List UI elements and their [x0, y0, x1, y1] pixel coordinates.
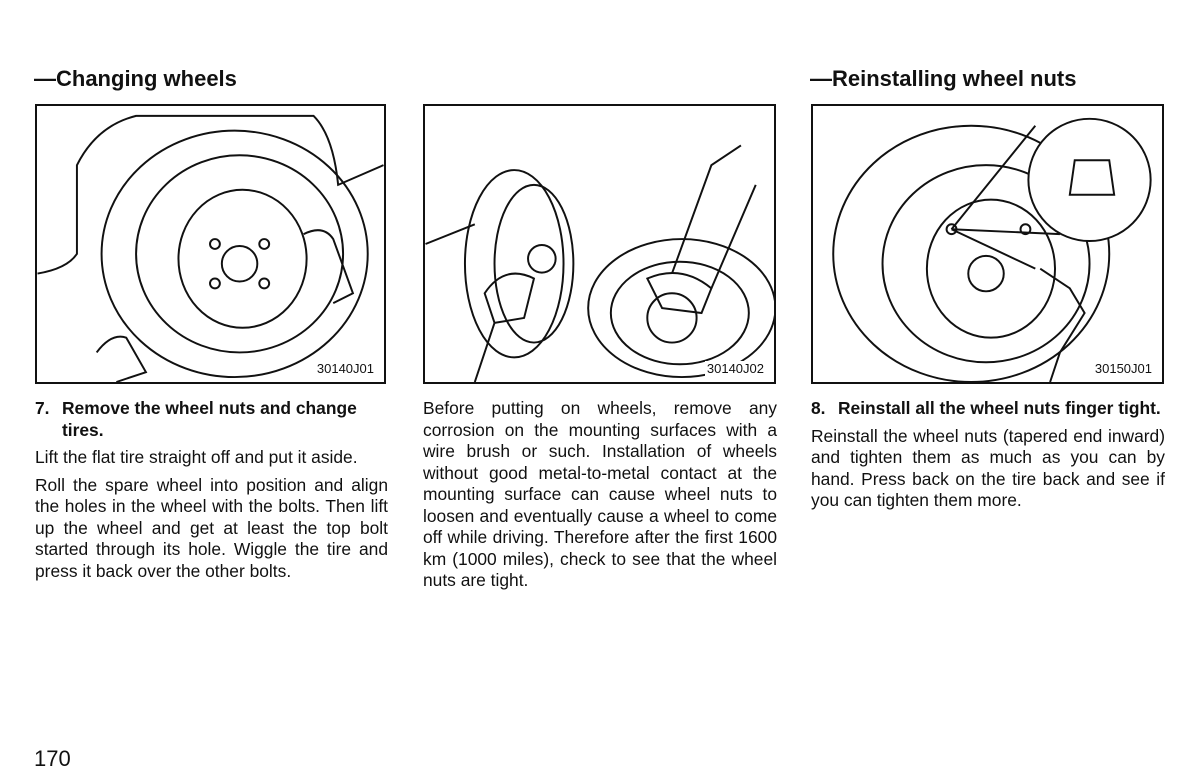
illustration-wire-brush-cleaning	[425, 144, 774, 382]
column-reinstalling-nuts: 8. Reinstall all the wheel nuts finger t…	[811, 398, 1165, 518]
step-number: 8.	[811, 398, 826, 418]
column-mounting-surface: Before putting on wheels, remove any cor…	[423, 398, 777, 598]
step-7: 7. Remove the wheel nuts and change tire…	[35, 398, 388, 441]
page-number: 170	[34, 746, 71, 771]
paragraph: Before putting on wheels, remove any cor…	[423, 398, 777, 590]
paragraph: Roll the spare wheel into position and a…	[35, 474, 388, 581]
step-number: 7.	[35, 398, 50, 418]
figure-reinstall-nuts: 30150J01	[811, 104, 1164, 384]
figure-code: 30150J01	[1092, 361, 1154, 376]
illustration-tire-removal	[37, 114, 384, 382]
step-8: 8. Reinstall all the wheel nuts finger t…	[811, 398, 1165, 420]
column-changing-wheels: 7. Remove the wheel nuts and change tire…	[35, 398, 388, 588]
paragraph: Reinstall the wheel nuts (tapered end in…	[811, 425, 1165, 511]
figure-code: 30140J01	[314, 361, 376, 376]
heading-changing-wheels: —Changing wheels	[34, 66, 237, 91]
illustration-reinstall-nut	[832, 117, 1152, 382]
paragraph: Lift the flat tire straight off and put …	[35, 447, 358, 467]
heading-reinstalling-wheel-nuts: —Reinstalling wheel nuts	[810, 66, 1077, 91]
step-title: Remove the wheel nuts and change tires.	[62, 398, 357, 440]
figure-remove-wheel: 30140J01	[35, 104, 386, 384]
figure-clean-mounting-surface: 30140J02	[423, 104, 776, 384]
step-title: Reinstall all the wheel nuts finger tigh…	[838, 398, 1161, 418]
figure-code: 30140J02	[704, 361, 766, 376]
